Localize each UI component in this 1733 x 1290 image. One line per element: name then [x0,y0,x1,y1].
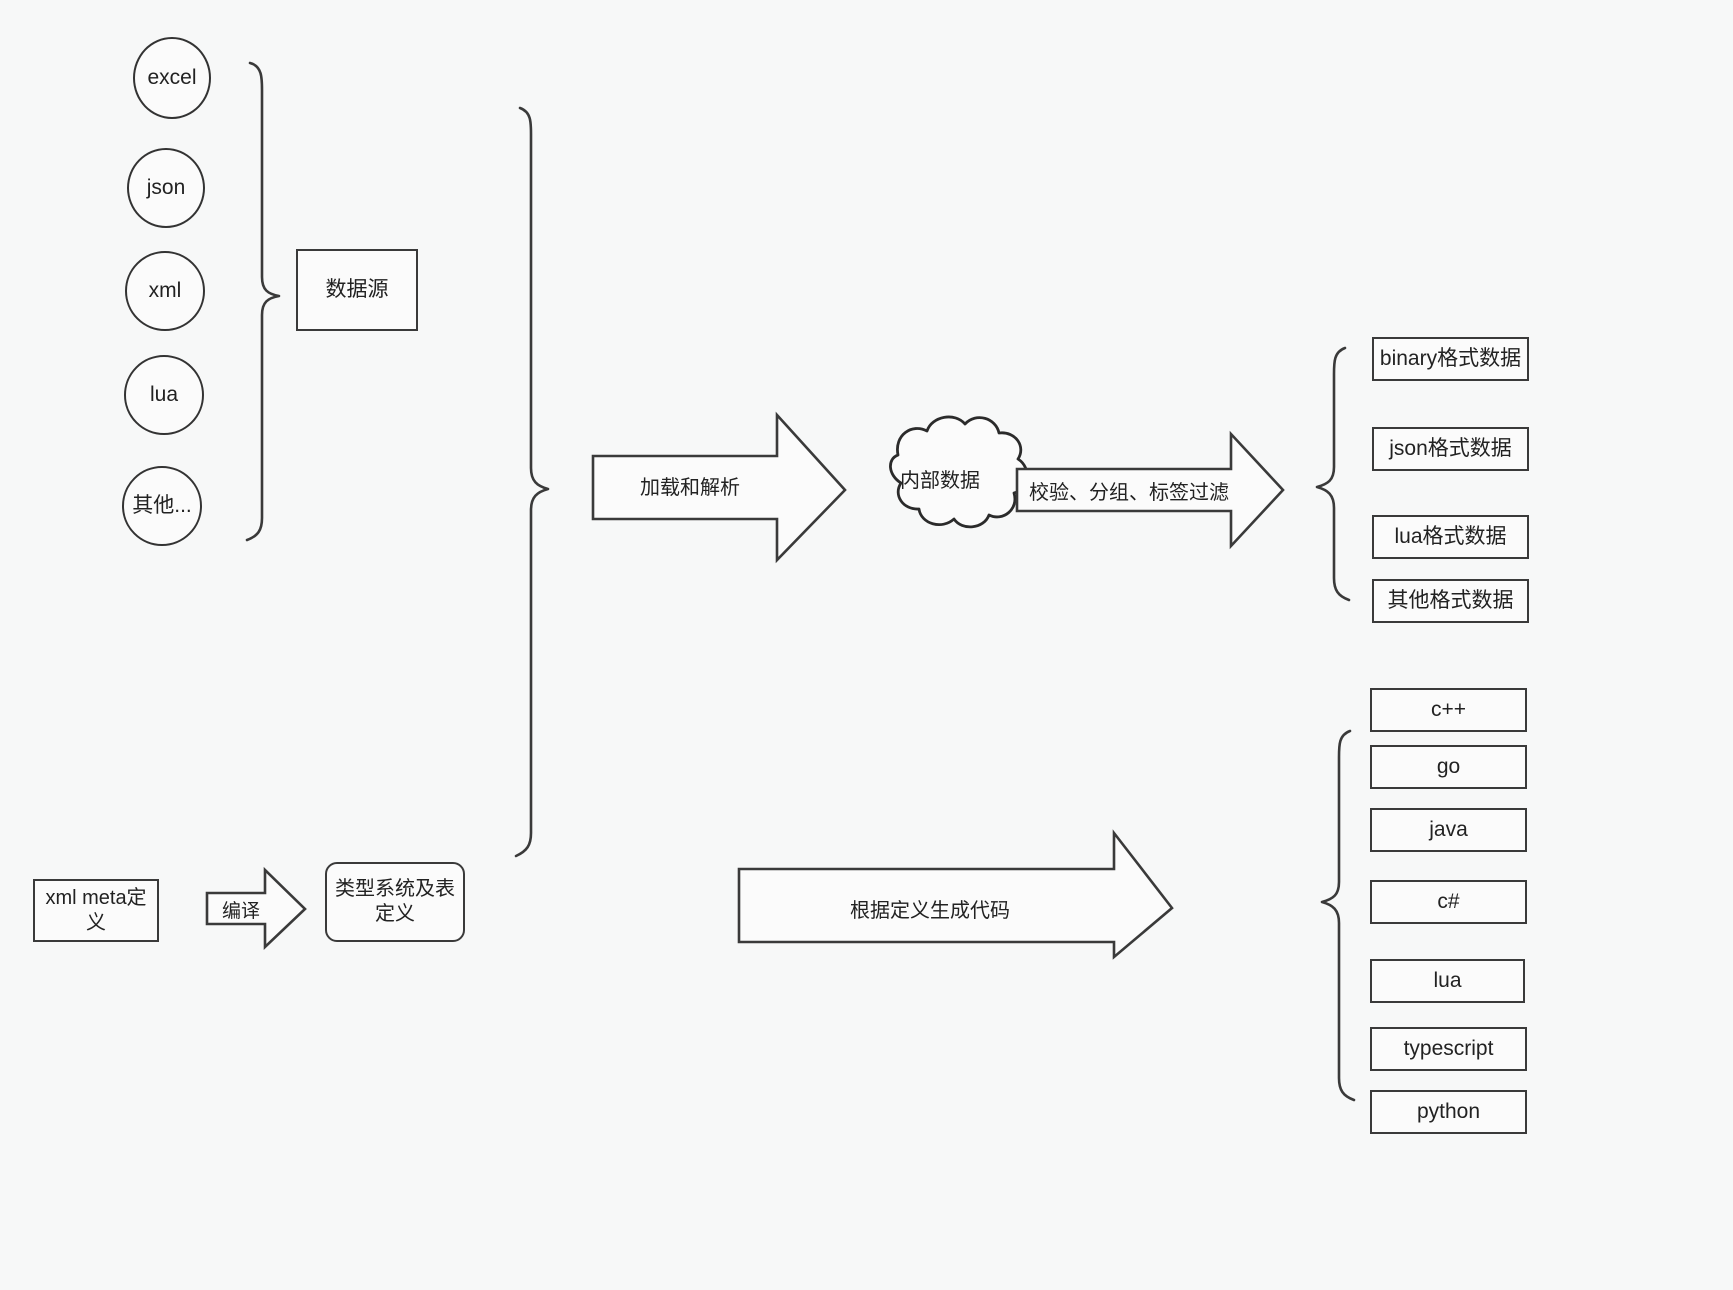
source-label: xml [148,278,182,302]
filter-arrow [1015,430,1285,550]
language-label: typescript [1403,1036,1494,1060]
load-parse-arrow [591,411,847,564]
data-source-label: 数据源 [325,277,389,301]
language-label: go [1436,754,1461,778]
language-box-python[interactable]: python [1370,1090,1527,1134]
format-label: binary格式数据 [1379,346,1522,370]
language-label: c# [1437,889,1460,913]
format-box-other[interactable]: 其他格式数据 [1372,579,1529,623]
source-label: excel [147,65,197,89]
format-label: json格式数据 [1389,436,1512,460]
internal-data-cloud [889,415,1029,529]
compile-arrow [205,866,307,951]
data-source-box[interactable]: 数据源 [296,249,418,331]
language-box-java[interactable]: java [1370,808,1527,852]
format-label: lua格式数据 [1394,524,1507,548]
codegen-arrow [737,829,1174,960]
language-box-cpp[interactable]: c++ [1370,688,1527,732]
languages-brace [1320,729,1356,1102]
language-box-csharp[interactable]: c# [1370,880,1527,924]
language-label: python [1416,1099,1481,1123]
source-label: 其他... [132,493,192,517]
language-label: lua [1433,968,1462,992]
language-box-go[interactable]: go [1370,745,1527,789]
xml-meta-definition-box[interactable]: xml meta定义 [33,879,159,942]
source-node-lua[interactable]: lua [124,355,204,435]
language-box-lua[interactable]: lua [1370,959,1525,1003]
source-node-excel[interactable]: excel [133,37,211,119]
source-node-json[interactable]: json [127,148,205,228]
language-box-typescript[interactable]: typescript [1370,1027,1527,1071]
source-node-xml[interactable]: xml [125,251,205,331]
source-node-other[interactable]: 其他... [122,466,202,546]
format-label: 其他格式数据 [1387,588,1514,612]
formats-brace [1315,346,1351,602]
type-system-box[interactable]: 类型系统及表定义 [325,862,465,942]
pipeline-input-brace [514,106,550,858]
source-label: lua [149,382,179,406]
language-label: c++ [1430,697,1467,721]
format-box-lua[interactable]: lua格式数据 [1372,515,1529,559]
xml-meta-label: xml meta定义 [45,886,147,934]
type-system-label: 类型系统及表定义 [335,878,455,925]
source-label: json [146,175,186,199]
sources-brace [245,61,281,542]
format-box-binary[interactable]: binary格式数据 [1372,337,1529,381]
language-label: java [1429,817,1468,841]
format-box-json[interactable]: json格式数据 [1372,427,1529,471]
